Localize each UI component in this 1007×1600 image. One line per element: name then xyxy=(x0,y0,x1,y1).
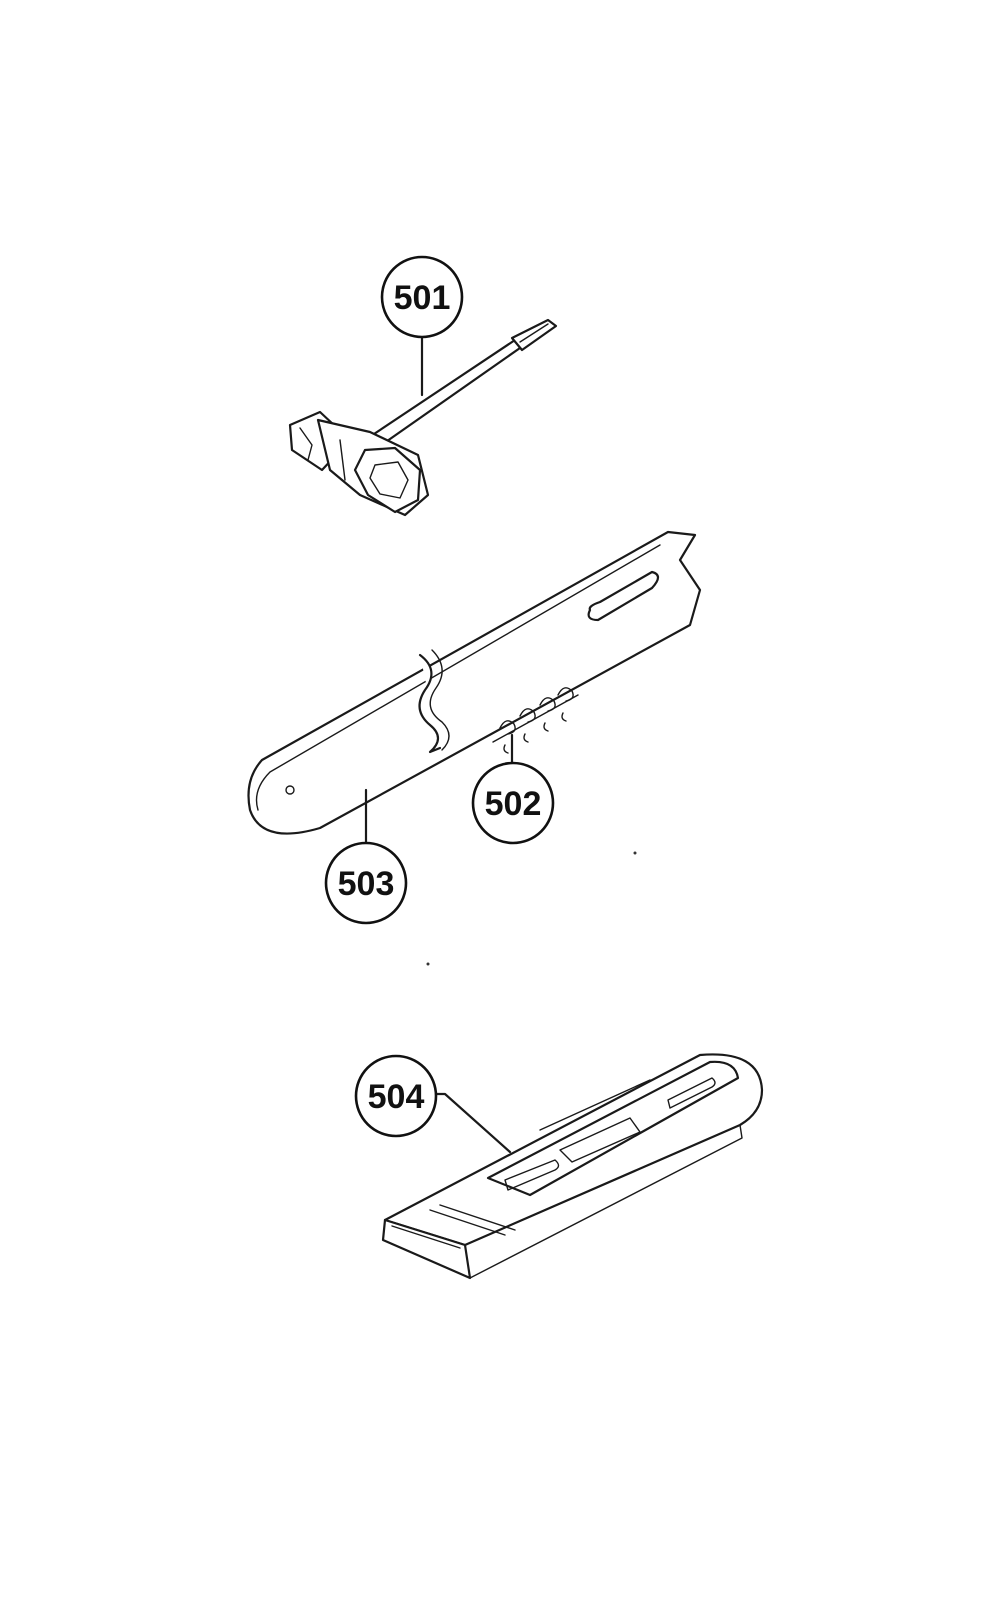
wrench-501 xyxy=(288,318,558,517)
saw-chain-502 xyxy=(489,687,579,754)
callout-503: 503 xyxy=(324,841,408,925)
scan-speck xyxy=(426,962,430,966)
callout-504-label: 504 xyxy=(368,1078,425,1116)
scabbard-504 xyxy=(381,1053,764,1280)
scan-speck xyxy=(633,851,637,855)
leader-504 xyxy=(430,1092,512,1154)
callout-501-label: 501 xyxy=(394,279,451,317)
callout-501: 501 xyxy=(380,255,464,339)
guide-bar-503 xyxy=(247,530,702,835)
callout-502: 502 xyxy=(471,761,555,845)
callout-502-label: 502 xyxy=(485,785,542,823)
callout-504: 504 xyxy=(354,1054,438,1138)
callout-503-label: 503 xyxy=(338,865,395,903)
